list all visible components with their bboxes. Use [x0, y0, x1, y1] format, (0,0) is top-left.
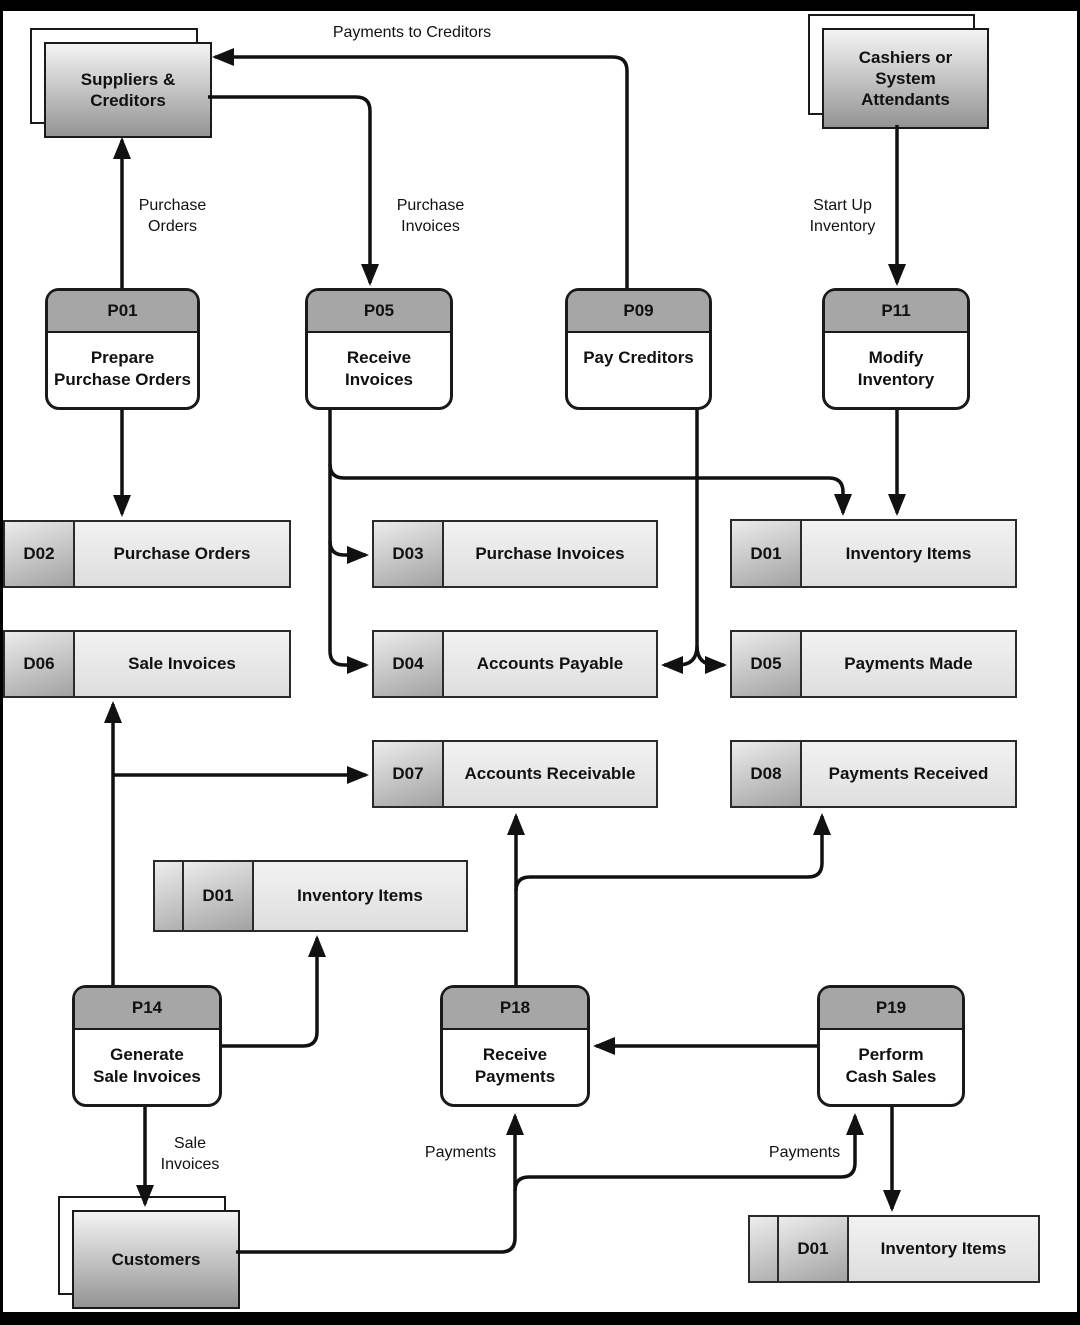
process-p19-perform-cash-sales: P19 Perform Cash Sales — [817, 985, 965, 1107]
process-id: P05 — [308, 291, 450, 333]
entity-cashiers-attendants: Cashiers or System Attendants — [808, 14, 989, 129]
process-id: P09 — [568, 291, 709, 333]
flow-label-purchase-invoices: Purchase Invoices — [396, 197, 465, 235]
flow-label-payments-to-creditors: Payments to Creditors — [332, 24, 492, 41]
store-label: Payments Received — [828, 764, 989, 783]
store-id: D08 — [732, 742, 802, 806]
process-label: Receive Invoices — [344, 348, 414, 389]
store-id: D04 — [374, 632, 444, 696]
flow-p05-to-d01-line — [328, 463, 852, 516]
store-id: D02 — [5, 522, 75, 586]
store-label: Accounts Payable — [476, 654, 624, 673]
store-label: Accounts Receivable — [464, 764, 636, 783]
store-id: D01 — [184, 862, 254, 930]
store-label: Inventory Items — [845, 543, 972, 563]
process-p14-generate-sale-invoices: P14 Generate Sale Invoices — [72, 985, 222, 1107]
entity-label: Suppliers & Creditors — [80, 70, 176, 110]
store-id: D05 — [732, 632, 802, 696]
store-label: Payments Made — [844, 654, 973, 673]
flow-label-purchase-orders: Purchase Orders — [138, 197, 207, 235]
store-d01-inventory-items: D01 Inventory Items — [730, 519, 1017, 588]
entity-suppliers-creditors: Suppliers & Creditors — [30, 28, 212, 138]
store-d07-accounts-receivable: D07 Accounts Receivable — [372, 740, 658, 808]
store-id: D03 — [374, 522, 444, 586]
flow-p09-to-d04-line — [661, 645, 699, 674]
process-p05-receive-invoices: P05 Receive Invoices — [305, 288, 453, 410]
flow-label-payments-left: Payments — [424, 1144, 497, 1161]
flow-payments-to-creditors-line — [212, 48, 629, 288]
flow-p05-to-d03-line — [328, 540, 369, 564]
flow-payments-to-p18-line — [236, 1113, 524, 1254]
store-id: D01 — [779, 1217, 849, 1281]
process-p18-receive-payments: P18 Receive Payments — [440, 985, 590, 1107]
process-p01-prepare-purchase-orders: P01 Prepare Purchase Orders — [45, 288, 200, 410]
entity-label: Cashiers or System Attendants — [858, 48, 953, 109]
flow-label-start-up-inventory: Start Up Inventory — [809, 197, 876, 235]
process-label: Pay Creditors — [583, 348, 694, 367]
store-d01-inventory-items-duplicate-bottom: D01 Inventory Items — [748, 1215, 1040, 1283]
frame-left — [0, 0, 3, 1325]
flow-p05-to-d04-line — [328, 410, 369, 674]
flow-p14-to-d01-mid-line — [222, 935, 326, 1048]
process-p11-modify-inventory: P11 Modify Inventory — [822, 288, 970, 410]
store-d01-inventory-items-duplicate-mid: D01 Inventory Items — [153, 860, 468, 932]
store-label: Inventory Items — [297, 886, 423, 905]
process-id: P11 — [825, 291, 967, 333]
entity-customers: Customers — [58, 1196, 240, 1309]
frame-top — [0, 0, 1080, 11]
store-label: Sale Invoices — [128, 654, 236, 673]
store-d02-purchase-orders: D02 Purchase Orders — [3, 520, 291, 588]
frame-bottom — [0, 1312, 1080, 1325]
store-duplicate-strip — [750, 1217, 779, 1281]
flow-p18-to-d08-line — [514, 813, 831, 892]
frame-right — [1077, 0, 1080, 1325]
entity-label: Customers — [111, 1250, 201, 1269]
store-label: Inventory Items — [880, 1239, 1007, 1258]
store-d05-payments-made: D05 Payments Made — [730, 630, 1017, 698]
process-id: P19 — [820, 988, 962, 1030]
store-label: Purchase Invoices — [475, 544, 625, 563]
store-d06-sale-invoices: D06 Sale Invoices — [3, 630, 291, 698]
store-d08-payments-received: D08 Payments Received — [730, 740, 1017, 808]
process-id: P14 — [75, 988, 219, 1030]
process-label: Modify Inventory — [857, 348, 935, 389]
store-duplicate-strip — [155, 862, 184, 930]
process-p09-pay-creditors: P09 Pay Creditors — [565, 288, 712, 410]
flow-purchase-invoices-line — [208, 95, 379, 286]
process-id: P18 — [443, 988, 587, 1030]
process-label: Generate Sale Invoices — [93, 1045, 201, 1086]
store-label: Purchase Orders — [113, 544, 251, 563]
flow-label-payments-right: Payments — [768, 1144, 841, 1161]
process-label: Receive Payments — [474, 1045, 556, 1086]
process-label: Perform Cash Sales — [845, 1045, 937, 1086]
store-d04-accounts-payable: D04 Accounts Payable — [372, 630, 658, 698]
store-id: D06 — [5, 632, 75, 696]
process-label: Prepare Purchase Orders — [53, 348, 191, 389]
flow-label-sale-invoices: Sale Invoices — [160, 1135, 220, 1173]
store-id: D07 — [374, 742, 444, 806]
store-d03-purchase-invoices: D03 Purchase Invoices — [372, 520, 658, 588]
process-id: P01 — [48, 291, 197, 333]
store-id: D01 — [732, 521, 802, 586]
flow-p09-to-d05-line — [695, 645, 727, 674]
